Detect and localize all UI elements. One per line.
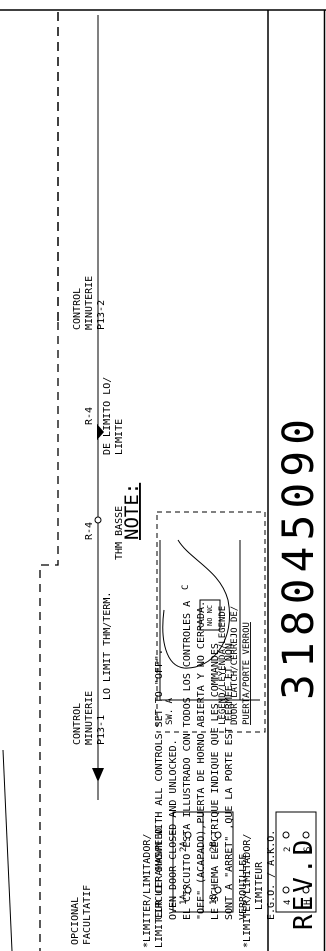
- limiter-ceramaspeed-terminal: 1A: [179, 894, 189, 905]
- legend-box: [156, 511, 266, 733]
- switch-a-label: SW. A: [165, 697, 175, 725]
- note-heading: NOTE:: [121, 483, 143, 540]
- control-2-label-fr: MINUTERIE: [84, 276, 95, 330]
- note-line: CIRCUIT SHOWN WITH ALL CONTROLS SET TO "…: [154, 649, 165, 920]
- limiter-ego-brand: E.G.O. / A.K.O.: [266, 830, 277, 920]
- lo-limit-label: LO LIMIT THM/TERM.: [102, 592, 113, 700]
- control-1-label: CONTROL: [72, 703, 83, 745]
- control-2-pin: P13-2: [96, 300, 107, 330]
- part-number: 318045090: [274, 413, 324, 700]
- control-2-label: CONTROL: [72, 288, 83, 330]
- limiter-ceramaspeed-label-fr: LIMITEUR CERAMASPEED: [154, 828, 165, 948]
- limiter-ego-terminal: 2: [283, 847, 293, 852]
- control-1-label-fr: MINUTERIE: [84, 691, 95, 745]
- lower-dashed-line: [39, 322, 59, 951]
- arrow-head: [92, 768, 104, 782]
- limiter-ego-symbol: [275, 811, 317, 913]
- limiter-ceramaspeed-terminal: 2B: [209, 841, 219, 852]
- control-1-pin: P13-1: [96, 715, 107, 745]
- limiter-ceramaspeed-terminal: 1B: [209, 894, 219, 905]
- door-latch-drawing: [159, 539, 260, 701]
- limiter-ego-label-fr: LIMITEUR: [254, 861, 265, 910]
- limiter-ego-terminal: S: [303, 847, 313, 852]
- lo-limit-relay: R-4: [84, 522, 95, 540]
- limiter-ego-terminal: 4: [283, 900, 293, 905]
- limiter-ceramaspeed-terminal: 2A: [179, 841, 189, 852]
- legend-door-latch-fr: PUERTA/PORTE VERROU: [242, 622, 252, 725]
- note-line: SONT A "ARRET" ,QUE LA PORTE EST FERMEE …: [224, 643, 235, 920]
- note-line: EL CIRCUITO ESTA ILLUSTRADO CON TODOS LO…: [182, 601, 193, 920]
- switch-c-label: C: [181, 585, 191, 590]
- limite-lo-label: DE LIMITO LO/: [102, 377, 113, 455]
- limiter-ceramaspeed-label: *LIMITER/LIMITADOR/: [142, 834, 153, 948]
- note-line: "OFF" (ACAPADO),PUERTA DE HORNO ABIERTA …: [196, 601, 207, 920]
- left-wire: [2, 749, 13, 951]
- optional-label-fr: FACULTATIF: [82, 885, 93, 945]
- limiter-ego-label: *LIMITER/LIMITADOR/: [242, 834, 253, 948]
- limite-lo-relay: R-4: [84, 407, 95, 425]
- limite-lo-marker: [97, 424, 104, 440]
- lo-limit-node: [94, 516, 102, 524]
- legend-title: LEGEND/LEYENDA/LEGENDE: [218, 606, 228, 725]
- lo-limit-label-fr: THM BASSE: [114, 506, 125, 560]
- note-line: VERROUILLEE.: [238, 848, 249, 920]
- limite-lo-label-fr: LIMITE: [114, 419, 125, 455]
- limiter-ego-terminal: H: [303, 900, 313, 905]
- optional-label: OPCIONAL: [70, 897, 81, 945]
- limiter-ceramaspeed-symbol: [172, 811, 234, 913]
- note-line: LE SCHEMA ELECTRIQUE INDIQUE QUE LES COM…: [210, 643, 221, 920]
- legend-door-latch: DOOR LATCH/CERREJO DE/: [230, 606, 240, 725]
- no-nc-label: NO NC: [206, 605, 214, 626]
- revision-label: REV.D: [289, 837, 319, 930]
